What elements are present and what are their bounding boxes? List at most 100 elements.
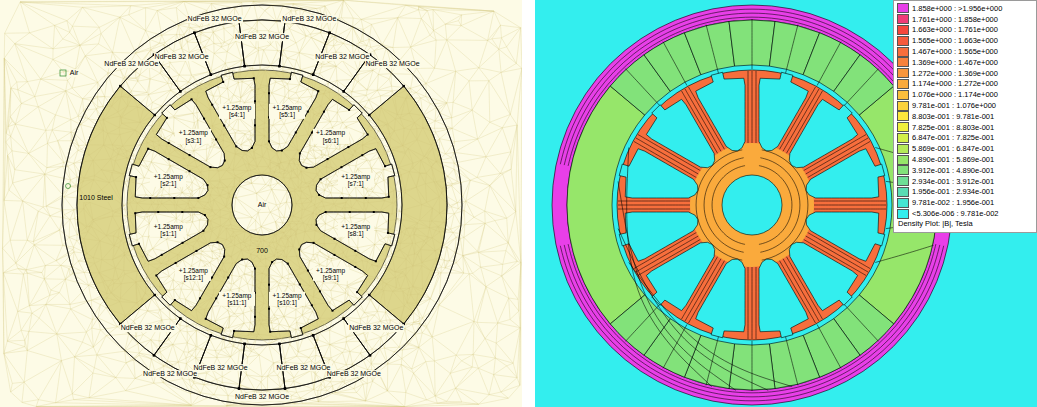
- legend-text: 4.890e-001 : 5.869e-001: [912, 155, 994, 164]
- magnet-label: NdFeB 32 MGOe: [326, 370, 382, 378]
- flux-line: [688, 87, 724, 149]
- shaft-bore: [722, 175, 782, 235]
- geometry-node: [157, 211, 159, 213]
- geometry-node: [289, 78, 291, 80]
- magnet-edge: [369, 295, 403, 324]
- motor-body: [62, 5, 462, 405]
- geometry-node: [287, 263, 289, 265]
- geometry-node: [356, 291, 358, 293]
- geometry-node: [369, 354, 371, 356]
- geometry-node: [343, 317, 345, 319]
- geometry-node: [224, 160, 226, 162]
- flux-line: [568, 17, 936, 166]
- flux-line: [783, 89, 819, 151]
- flux-line: [704, 158, 744, 253]
- magnet-label: NdFeB 32 MGOe: [281, 15, 337, 23]
- geometry-node: [278, 343, 280, 345]
- flux-line: [806, 236, 868, 272]
- geometry-node: [253, 77, 255, 79]
- plot-title: Density Plot: |B|, Tesla: [897, 220, 974, 228]
- geometry-node: [368, 294, 370, 296]
- geometry-node: [251, 147, 253, 149]
- legend-swatch: [897, 176, 909, 186]
- flux-line: [762, 150, 808, 260]
- geometry-node: [369, 354, 371, 356]
- flux-line: [783, 259, 819, 321]
- geometry-node: [197, 197, 199, 199]
- coil-label: +1.25amp [s9:1]: [313, 266, 349, 280]
- magnet-segment: [769, 335, 819, 388]
- geometry-node: [268, 92, 270, 94]
- flux-line: [560, 246, 943, 401]
- slot-outline: [316, 212, 395, 261]
- legend-swatch: [897, 187, 909, 197]
- geometry-node: [375, 260, 377, 262]
- geometry-node: [388, 196, 390, 198]
- geometry-node: [343, 90, 345, 92]
- legend-row: 1.761e+000 : 1.858e+000: [897, 14, 1033, 25]
- geometry-node: [193, 32, 195, 34]
- geometry-node: [354, 250, 356, 252]
- geometry-node: [269, 331, 271, 333]
- legend-row: 6.847e-001 : 7.825e-001: [897, 133, 1033, 144]
- flux-line: [760, 158, 800, 253]
- flux-line: [814, 209, 886, 210]
- legend-swatch: [897, 198, 909, 208]
- coil-label: +1.25amp [s1:1]: [150, 223, 186, 237]
- flux-line: [634, 141, 696, 177]
- geometry-node: [284, 387, 286, 389]
- legend-text: <5.306e-006 : 9.781e-002: [912, 209, 999, 218]
- flux-line: [618, 209, 690, 210]
- legend-swatch: [897, 155, 909, 165]
- geometry-node: [222, 81, 224, 83]
- legend-row: 9.781e-001 : 1.076e+000: [897, 100, 1033, 111]
- magnet-label: NdFeB 32 MGOe: [120, 324, 176, 332]
- flux-line: [636, 138, 698, 174]
- geometry-node: [147, 148, 149, 150]
- legend-swatch: [897, 25, 909, 35]
- geometry-node: [365, 197, 367, 199]
- magnet-label: NdFeB 32 MGOe: [187, 15, 243, 23]
- geometry-node: [268, 308, 270, 310]
- slot-outline: [206, 259, 255, 338]
- flux-line: [625, 69, 659, 106]
- geometry-node: [343, 90, 345, 92]
- legend-row: 3.912e-001 : 4.890e-001: [897, 165, 1033, 176]
- geometry-node: [347, 146, 349, 148]
- geometry-node: [210, 334, 212, 336]
- flux-line: [712, 166, 745, 245]
- flux-line: [817, 42, 841, 86]
- geometry-node: [119, 85, 121, 87]
- legend-row: 9.781e-002 : 1.956e-001: [897, 197, 1033, 208]
- flux-line: [845, 69, 879, 106]
- legend-swatch: [897, 144, 909, 154]
- legend-row: 1.369e+000 : 1.467e+000: [897, 57, 1033, 68]
- magnet-label: NdFeB 32 MGOe: [365, 60, 421, 68]
- geometry-node: [154, 294, 156, 296]
- geometry-node: [204, 214, 206, 216]
- legend-swatch: [897, 36, 909, 46]
- legend-text: 8.803e-001 : 9.781e-001: [912, 112, 994, 121]
- flux-line: [663, 42, 687, 86]
- boundary-circle: [62, 5, 462, 405]
- geometry-node: [403, 85, 405, 87]
- magnet-edge: [369, 86, 403, 115]
- magnet-edge: [120, 295, 154, 324]
- flux-line: [804, 239, 866, 275]
- geometry-node: [305, 167, 307, 169]
- geometry-node: [243, 65, 245, 67]
- flux-line: [756, 71, 757, 143]
- legend-text: 1.565e+000 : 1.663e+000: [912, 36, 998, 45]
- legend-box: 1.858e+000 : >1.956e+0001.761e+000 : 1.8…: [893, 0, 1037, 233]
- slot-outline: [269, 259, 318, 338]
- geometry-node: [209, 166, 211, 168]
- geometry-node: [179, 90, 181, 92]
- geometry-node: [271, 261, 273, 263]
- legend-text: 1.369e+000 : 1.467e+000: [912, 58, 998, 67]
- legend-row: 1.663e+000 : 1.761e+000: [897, 25, 1033, 36]
- flux-line: [875, 245, 933, 262]
- geometry-node: [254, 268, 256, 270]
- coil-label: +1.25amp [s8:1]: [338, 223, 374, 237]
- flux-line: [804, 135, 866, 171]
- geometry-node: [174, 299, 176, 301]
